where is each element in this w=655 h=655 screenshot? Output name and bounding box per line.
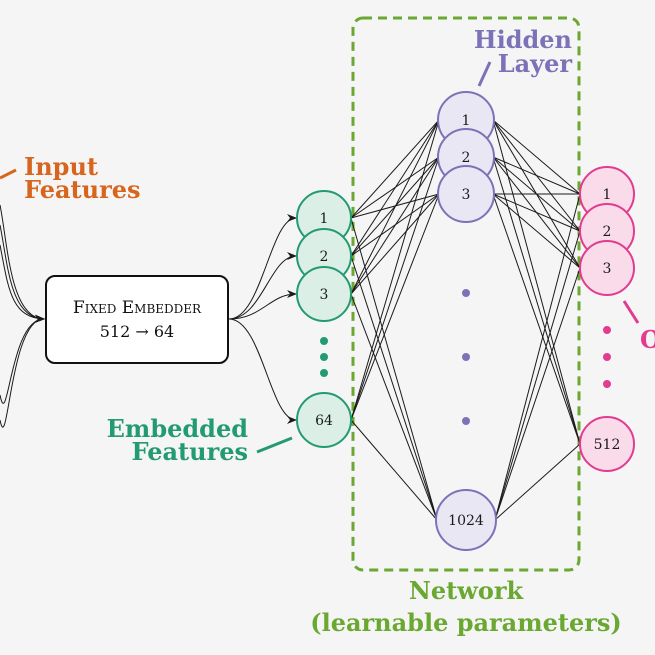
dense-edge — [350, 156, 440, 421]
fixed-embedder-box: Fixed Embedder 512 → 64 — [45, 275, 229, 364]
dense-edge — [350, 119, 440, 421]
embedded-node-label: 1 — [320, 211, 329, 227]
hidden-ellipsis-dot — [462, 289, 470, 297]
network-label: Network (learnable parameters) — [310, 576, 622, 637]
embedded-features-label: Embedded Features — [107, 414, 293, 466]
dense-edge — [350, 119, 440, 257]
dense-edge — [350, 255, 438, 521]
input-features-line1: Input — [24, 152, 98, 181]
embedded-features-pointer — [256, 436, 293, 454]
input-features-pointer — [0, 168, 17, 180]
hidden-node-label: 3 — [462, 187, 471, 203]
hidden-layer-pointer — [477, 61, 492, 87]
hidden-node-3: 3 — [437, 165, 495, 223]
hidden-node-label: 1 — [462, 113, 471, 129]
dense-edge — [494, 230, 581, 521]
fixed-embedder-title: Fixed Embedder — [73, 298, 202, 318]
output-pointer — [622, 300, 640, 324]
input-edge — [0, 204, 45, 323]
input-to-embedder-edges — [0, 204, 45, 428]
hidden-layer-label: Hidden Layer — [474, 25, 573, 87]
embedded-node-3: 3 — [296, 266, 352, 322]
dense-edge — [492, 193, 581, 232]
dense-edge — [350, 119, 440, 219]
network-line2: (learnable parameters) — [310, 608, 622, 637]
embedded-features-line1: Embedded — [107, 414, 249, 443]
output-node-label: 1 — [603, 187, 612, 203]
dense-edge — [492, 156, 581, 195]
output-ellipsis-dot — [603, 353, 611, 361]
embedded-to-hidden-edges — [350, 119, 440, 521]
dense-edge — [492, 119, 581, 445]
dense-edge — [350, 419, 438, 521]
embedder-edge — [228, 290, 297, 320]
embedded-features-line2: Features — [131, 437, 248, 466]
output-node-512: 512 — [579, 416, 635, 472]
output-layer: 1 2 3 512 — [579, 166, 635, 472]
hidden-node-label: 2 — [462, 150, 471, 166]
dense-edge — [492, 119, 581, 195]
embedded-node-label: 64 — [315, 413, 333, 429]
output-ellipsis-dot — [603, 326, 611, 334]
dense-edge — [350, 217, 438, 521]
hidden-layer-line1: Hidden — [474, 25, 572, 54]
output-ellipsis-dot — [603, 380, 611, 388]
input-edge — [0, 314, 45, 404]
embedder-edge — [228, 318, 297, 424]
output-node-label: 512 — [594, 437, 621, 453]
dense-edge — [494, 267, 581, 521]
hidden-ellipsis-dot — [462, 353, 470, 361]
dense-edge — [494, 193, 581, 521]
output-node-3: 3 — [579, 240, 635, 296]
input-features-line2: Features — [24, 175, 141, 204]
embedded-ellipsis-dot — [320, 353, 328, 361]
hidden-ellipsis-dot — [462, 417, 470, 425]
fixed-embedder-mapping: 512 → 64 — [100, 322, 174, 341]
embedded-node-label: 3 — [320, 287, 329, 303]
dense-edge — [350, 119, 440, 295]
embedder-edge — [228, 214, 297, 320]
hidden-node-1024: 1024 — [435, 489, 497, 551]
input-edge — [0, 244, 45, 323]
output-label: O — [622, 300, 655, 354]
dense-edge — [492, 193, 581, 269]
hidden-layer: 1 2 3 1024 — [435, 91, 497, 551]
dense-edge — [350, 293, 438, 521]
embedded-node-64: 64 — [296, 392, 352, 448]
dense-edge — [350, 193, 440, 421]
network-line1: Network — [409, 576, 525, 605]
dense-edge — [350, 156, 440, 295]
input-edge — [0, 314, 45, 428]
dense-edge — [492, 156, 581, 445]
embedded-node-label: 2 — [320, 249, 329, 265]
dense-edge — [492, 193, 581, 445]
output-node-label: 3 — [603, 261, 612, 277]
input-edge — [0, 224, 45, 323]
network-boundary — [351, 16, 581, 572]
embedder-to-embedded-edges — [228, 214, 297, 424]
hidden-node-label: 1024 — [448, 513, 484, 529]
hidden-to-output-edges — [492, 119, 581, 521]
output-label-partial: O — [640, 325, 655, 354]
embedded-layer: 1 2 3 64 — [296, 190, 352, 448]
input-features-label: Input Features — [0, 152, 141, 204]
hidden-layer-line2: Layer — [498, 49, 573, 78]
dense-edge — [350, 193, 440, 295]
output-node-label: 2 — [603, 224, 612, 240]
embedded-ellipsis-dot — [320, 369, 328, 377]
embedded-ellipsis-dot — [320, 337, 328, 345]
embedder-edge — [228, 252, 297, 320]
dense-edge — [494, 443, 581, 521]
